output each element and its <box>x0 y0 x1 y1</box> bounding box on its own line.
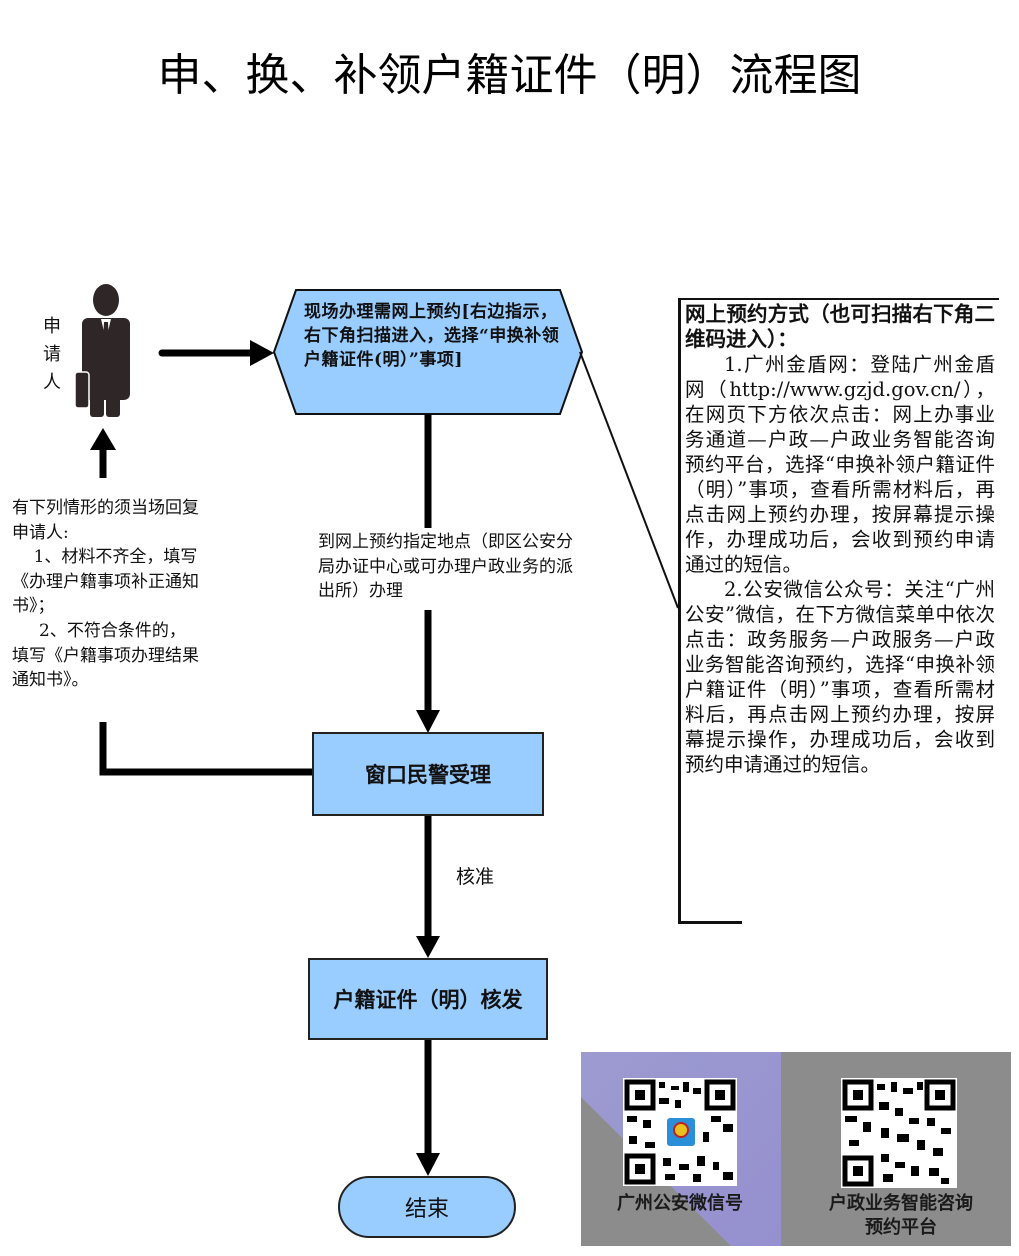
rejection-note-line: 申请人: <box>12 522 69 543</box>
applicant-label: 申请人 <box>43 316 61 393</box>
start-step-shape <box>272 289 584 415</box>
approve-label: 核准 <box>456 866 495 888</box>
qr-code-panel: 广州公安微信号 户政业务智能咨询 预约平台 <box>581 1052 1011 1246</box>
rejection-note-line: 有下列情形的须当场回复 <box>12 498 199 518</box>
page-title: 申、换、补领户籍证件（明）流程图 <box>157 50 862 101</box>
rejection-note-line: 通知书》。 <box>12 670 89 691</box>
booking-method-website: 1.广州金盾网：登陆广州金盾网（http://www.gzjd.gov.cn/）… <box>685 353 995 576</box>
rejection-note-line: 1、材料不齐全，填写 <box>12 547 198 568</box>
start-step-text: 现场办理需网上预约[右边指示，右下角扫描进入，选择“申换补领户籍证件(明）”事项… <box>304 302 560 370</box>
qr-label-wechat: 广州公安微信号 <box>617 1193 743 1214</box>
location-note: 到网上预约指定地点（即区公安分局办证中心或可办理户政业务的派出所）办理 <box>318 530 580 604</box>
rejection-note-line: 《办理户籍事项补正通知 <box>12 571 199 592</box>
rejection-note-line: 2、不符合条件的， <box>12 620 186 641</box>
qr-label-line: 户政业务智能咨询 <box>829 1193 973 1214</box>
booking-method-wechat: 2.公安微信公众号：关注“广州公安”微信，在下方微信菜单中依次点击：政务服务—户… <box>685 578 995 776</box>
rejection-note: 有下列情形的须当场回复 申请人: 1、材料不齐全，填写 《办理户籍事项补正通知 … <box>12 496 274 693</box>
rejection-note-line: 书》； <box>12 596 55 617</box>
step-accept-box: 窗口民警受理 <box>312 732 544 816</box>
online-booking-panel: 网上预约方式（也可扫描右下角二维码进入）： 1.广州金盾网：登陆广州金盾网（ht… <box>678 298 999 924</box>
online-booking-heading: 网上预约方式（也可扫描右下角二维码进入）： <box>685 302 995 351</box>
rejection-note-line: 填写《户籍事项办理结果 <box>12 645 199 666</box>
qr-label-line: 预约平台 <box>865 1217 937 1238</box>
qr-code-icon[interactable] <box>623 1078 737 1186</box>
qr-label-booking-platform: 户政业务智能咨询 预约平台 <box>801 1192 1001 1240</box>
businessman-icon <box>74 284 130 417</box>
step-issue-box: 户籍证件（明）核发 <box>308 958 548 1040</box>
end-step: 结束 <box>338 1176 516 1238</box>
qr-code-icon[interactable] <box>841 1078 957 1188</box>
